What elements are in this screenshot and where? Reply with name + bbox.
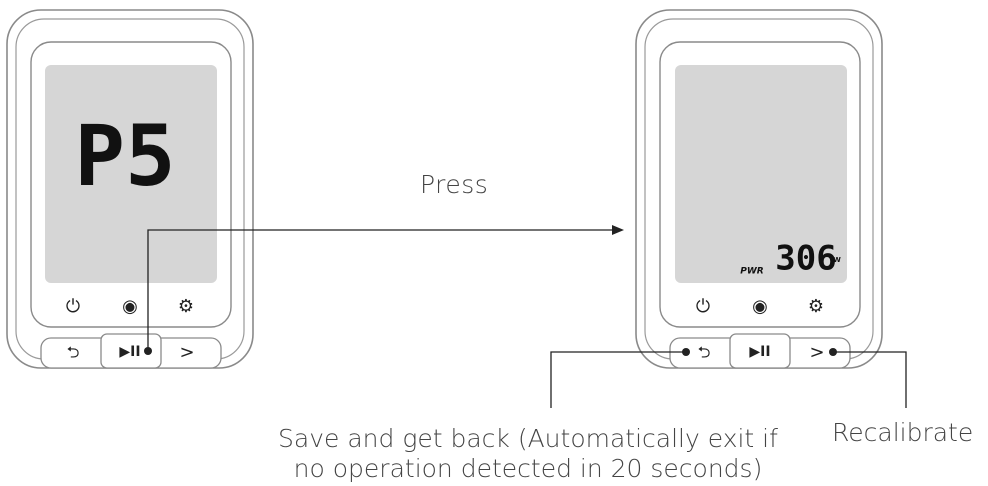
right-screen <box>675 65 847 283</box>
power-icon[interactable]: ⏻ <box>696 296 710 317</box>
back-icon[interactable]: ⮌ <box>698 343 711 362</box>
press-arrow <box>144 225 624 355</box>
recalibrate-label: Recalibrate <box>832 418 974 447</box>
left-screen <box>45 65 217 283</box>
settings-icon[interactable]: ⚙ <box>808 296 824 317</box>
next-icon[interactable]: > <box>179 342 194 363</box>
left-display-value: P5 <box>74 107 175 205</box>
back-icon[interactable]: ⮌ <box>67 343 80 362</box>
stop-icon[interactable]: ◉ <box>752 296 768 317</box>
press-label: Press <box>420 170 489 199</box>
next-icon[interactable]: > <box>809 342 824 363</box>
right-device: PWR 306 W ⏻ ◉ ⚙ ⮌ ▶II > <box>635 9 883 369</box>
left-play-pause-button[interactable] <box>100 333 162 369</box>
recalibrate-connector <box>829 348 907 408</box>
play-pause-icon[interactable]: ▶II <box>119 344 140 360</box>
right-play-pause-button[interactable] <box>729 333 791 369</box>
save-connector <box>550 348 690 408</box>
stop-icon[interactable]: ◉ <box>122 296 138 317</box>
left-device: P5 ⏻ ◉ ⚙ ⮌ ▶II > <box>6 9 254 369</box>
power-unit: W <box>833 256 841 264</box>
power-value: 306 <box>775 239 836 279</box>
power-icon[interactable]: ⏻ <box>66 296 80 317</box>
save-and-back-label: Save and get back (Automatically exit if… <box>268 424 788 484</box>
play-pause-icon[interactable]: ▶II <box>749 344 770 360</box>
pwr-label: PWR <box>740 267 764 277</box>
settings-icon[interactable]: ⚙ <box>178 296 194 317</box>
save-label-line1: Save and get back (Automatically exit if <box>278 424 778 453</box>
save-label-line2: no operation detected in 20 seconds) <box>293 454 763 483</box>
